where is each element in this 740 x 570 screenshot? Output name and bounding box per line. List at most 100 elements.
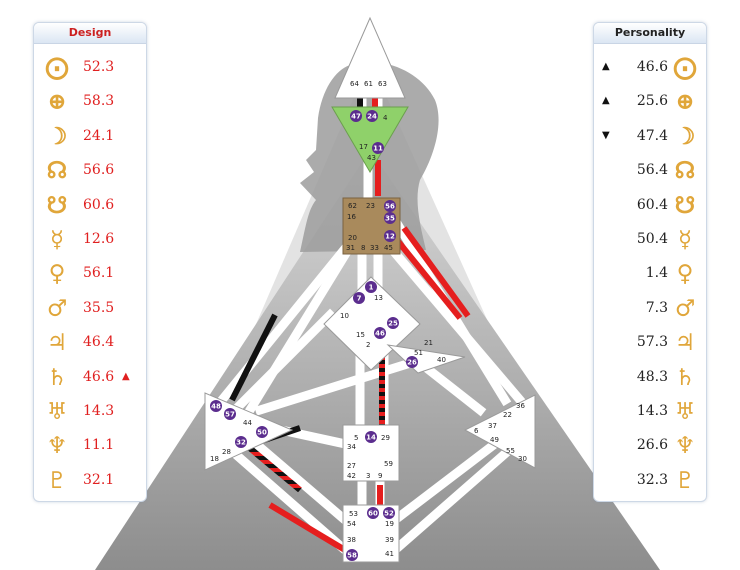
gate-40: 40 bbox=[437, 356, 446, 364]
design-planet-row: ⨀52.3 bbox=[34, 53, 146, 83]
gate-59: 59 bbox=[384, 460, 393, 468]
personality-planet-row: ♆26.6 bbox=[594, 431, 706, 461]
svg-text:48: 48 bbox=[211, 403, 221, 411]
personality-planet-row: ♃ 57.3 bbox=[594, 328, 706, 358]
gate-44: 44 bbox=[243, 419, 252, 427]
arrow-up-icon: ▲ bbox=[602, 61, 610, 72]
personality-value: 32.3 bbox=[636, 471, 668, 488]
earth-icon: ⊕ bbox=[47, 88, 67, 116]
svg-text:50: 50 bbox=[257, 429, 267, 437]
svg-text:11: 11 bbox=[373, 145, 383, 153]
design-planet-row: ☊56.6 bbox=[34, 156, 146, 186]
svg-text:47: 47 bbox=[351, 113, 361, 121]
gate-9: 9 bbox=[378, 472, 382, 480]
gate-13: 13 bbox=[374, 294, 383, 302]
mercury-icon: ☿ bbox=[49, 226, 65, 253]
gate-4: 4 bbox=[383, 114, 388, 122]
gate-badge-32: 32 bbox=[235, 436, 247, 448]
design-panel: Design ⨀52.3⊕58.3☽24.1☊56.6☋60.6☿12.6♀56… bbox=[33, 22, 147, 502]
gate-badge-1: 1 bbox=[365, 281, 377, 293]
gate-64: 64 bbox=[350, 80, 359, 88]
moon-icon: ☽ bbox=[46, 122, 68, 150]
gate-62: 62 bbox=[348, 202, 357, 210]
svg-text:26: 26 bbox=[407, 359, 417, 367]
personality-panel-title: Personality bbox=[594, 23, 706, 44]
north-node-icon: ☊ bbox=[674, 157, 696, 185]
gate-badge-48: 48 bbox=[210, 400, 222, 412]
gate-51: 51 bbox=[414, 349, 423, 357]
moon-icon: ☽ bbox=[674, 122, 696, 150]
head-center bbox=[334, 16, 406, 99]
design-panel-title: Design bbox=[34, 23, 146, 44]
mars-icon: ♂ bbox=[674, 294, 696, 322]
personality-planet-row: ☿ 50.4 bbox=[594, 225, 706, 255]
gate-badge-12: 12 bbox=[384, 230, 396, 242]
solar-plexus-center bbox=[463, 394, 536, 469]
personality-value: 25.6 bbox=[636, 93, 668, 110]
uranus-icon: ♅ bbox=[46, 398, 68, 425]
gate-badge-11: 11 bbox=[372, 142, 384, 154]
pluto-icon: ♇ bbox=[46, 466, 68, 494]
gate-badge-14: 14 bbox=[365, 431, 377, 443]
gate-17: 17 bbox=[359, 143, 368, 151]
design-planet-row: ♀56.1 bbox=[34, 259, 146, 289]
earth-icon: ⊕ bbox=[675, 88, 695, 116]
gate-badge-57: 57 bbox=[224, 408, 236, 420]
gate-43: 43 bbox=[367, 154, 376, 162]
mars-icon: ♂ bbox=[46, 294, 68, 322]
design-planet-row: ⊕58.3 bbox=[34, 87, 146, 117]
gate-2: 2 bbox=[366, 341, 370, 349]
mercury-icon: ☿ bbox=[677, 226, 693, 253]
gate-15: 15 bbox=[356, 331, 365, 339]
gate-badge-47: 47 bbox=[350, 110, 362, 122]
gate-badge-52: 52 bbox=[383, 507, 395, 519]
design-value: 11.1 bbox=[83, 437, 115, 454]
pluto-icon: ♇ bbox=[674, 466, 696, 494]
gate-54: 54 bbox=[347, 520, 356, 528]
svg-text:14: 14 bbox=[366, 434, 376, 442]
gate-33: 33 bbox=[370, 244, 379, 252]
personality-value: 26.6 bbox=[636, 437, 668, 454]
gate-18: 18 bbox=[210, 455, 219, 463]
personality-value: 7.3 bbox=[645, 299, 668, 316]
design-planet-row: ☋60.6 bbox=[34, 191, 146, 221]
personality-planet-row: ☽ 47.4 ▼ bbox=[594, 122, 706, 152]
svg-text:35: 35 bbox=[385, 215, 395, 223]
design-planet-row: ♅ 14.3 bbox=[34, 397, 146, 427]
arrow-down-icon: ▼ bbox=[602, 129, 610, 141]
gate-8: 8 bbox=[361, 244, 365, 252]
gate-labels: 64 61 63 4 17 43 62 23 16 20 31 8 33 45 … bbox=[210, 80, 527, 558]
personality-planet-row: ☋60.4 bbox=[594, 191, 706, 221]
personality-planet-row: ♄48.3 bbox=[594, 363, 706, 393]
svg-text:12: 12 bbox=[385, 233, 395, 241]
jupiter-icon: ♃ bbox=[674, 329, 696, 357]
gate-49: 49 bbox=[490, 436, 499, 444]
svg-text:25: 25 bbox=[388, 320, 398, 328]
personality-value: 1.4 bbox=[645, 265, 668, 282]
gate-29: 29 bbox=[381, 434, 390, 442]
personality-value: 56.4 bbox=[636, 162, 668, 179]
gate-28: 28 bbox=[222, 448, 231, 456]
saturn-icon: ♄ bbox=[46, 363, 68, 391]
gate-badge-46: 46 bbox=[374, 327, 386, 339]
gate-63: 63 bbox=[378, 80, 387, 88]
ajna-center bbox=[331, 106, 409, 173]
personality-planet-row: ☊ 56.4 bbox=[594, 156, 706, 186]
gate-42: 42 bbox=[347, 472, 356, 480]
gate-5: 5 bbox=[354, 434, 358, 442]
design-value: 14.3 bbox=[83, 403, 115, 419]
gate-3: 3 bbox=[366, 472, 370, 480]
saturn-icon: ♄ bbox=[674, 363, 696, 391]
south-node-icon: ☋ bbox=[674, 191, 696, 219]
design-planet-row: ♂35.5 bbox=[34, 294, 146, 324]
gate-6: 6 bbox=[474, 427, 479, 435]
gate-badge-24: 24 bbox=[366, 110, 378, 122]
personality-value: 46.6 bbox=[636, 59, 668, 75]
design-planet-row: ♇32.1 bbox=[34, 466, 146, 496]
ego-center bbox=[386, 344, 466, 374]
gate-19: 19 bbox=[385, 520, 394, 528]
personality-value: 47.4 bbox=[636, 127, 668, 144]
personality-value: 50.4 bbox=[636, 231, 668, 247]
sun-icon: ⨀ bbox=[673, 54, 697, 81]
personality-value: 57.3 bbox=[636, 334, 668, 351]
